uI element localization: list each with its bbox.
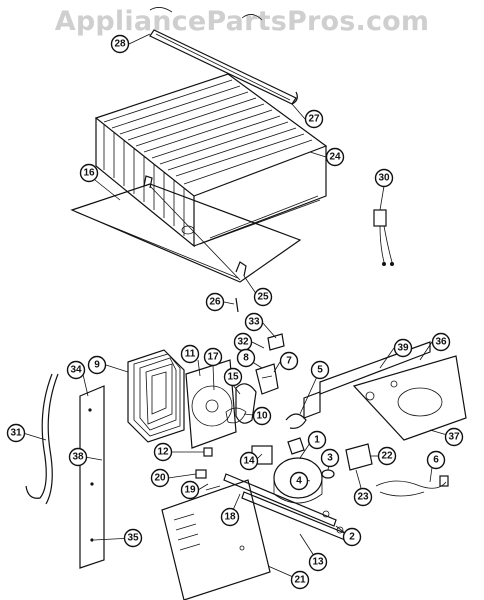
drip-tray — [70, 175, 302, 283]
svg-text:20: 20 — [154, 473, 166, 484]
callout-24: 24 — [325, 147, 345, 167]
callout-25: 25 — [253, 287, 273, 307]
svg-text:36: 36 — [435, 337, 447, 348]
svg-text:26: 26 — [209, 297, 221, 308]
svg-text:25: 25 — [257, 292, 269, 303]
callout-10: 10 — [252, 406, 272, 426]
callout-3: 3 — [320, 448, 340, 468]
callout-32: 32 — [233, 332, 253, 352]
svg-text:39: 39 — [397, 343, 409, 354]
base-rails — [223, 473, 353, 543]
callout-13: 13 — [308, 552, 328, 572]
power-cord — [375, 475, 449, 497]
svg-text:13: 13 — [312, 557, 324, 568]
callout-30: 30 — [374, 168, 394, 188]
svg-text:24: 24 — [329, 152, 341, 163]
small-parts — [195, 447, 221, 491]
svg-text:37: 37 — [448, 432, 460, 443]
svg-text:38: 38 — [72, 452, 84, 463]
svg-text:16: 16 — [83, 168, 95, 179]
callout-17: 17 — [203, 347, 223, 367]
callout-34: 34 — [66, 360, 86, 380]
callout-11: 11 — [180, 344, 200, 364]
callout-31: 31 — [6, 423, 26, 443]
callout-18: 18 — [220, 507, 240, 527]
svg-text:1: 1 — [314, 435, 320, 446]
callout-1: 1 — [307, 430, 327, 450]
watermark-text: AppliancePartsPros.com — [54, 6, 430, 37]
svg-text:17: 17 — [207, 352, 219, 363]
callout-39: 39 — [393, 338, 413, 358]
callout-36: 36 — [431, 332, 451, 352]
thermostat — [345, 443, 373, 485]
svg-text:21: 21 — [294, 575, 306, 586]
svg-text:27: 27 — [308, 114, 320, 125]
callout-9: 9 — [87, 355, 107, 375]
callout-6: 6 — [426, 450, 446, 470]
svg-text:12: 12 — [157, 447, 169, 458]
svg-text:34: 34 — [70, 365, 82, 376]
callout-16: 16 — [79, 163, 99, 183]
svg-text:5: 5 — [317, 365, 323, 376]
callout-14: 14 — [239, 451, 259, 471]
callout-26: 26 — [205, 292, 225, 312]
callout-22: 22 — [377, 446, 397, 466]
svg-text:4: 4 — [296, 476, 302, 487]
svg-text:10: 10 — [256, 411, 268, 422]
callout-15: 15 — [223, 367, 243, 387]
fan-motor — [225, 383, 257, 424]
base-cover — [161, 479, 271, 600]
overload-protector — [321, 469, 335, 479]
callout-19: 19 — [180, 480, 200, 500]
svg-text:11: 11 — [185, 349, 196, 360]
svg-text:2: 2 — [349, 532, 355, 543]
callout-4: 4 — [289, 471, 309, 491]
callout-28: 28 — [110, 34, 130, 54]
svg-text:28: 28 — [114, 39, 126, 50]
svg-text:15: 15 — [227, 372, 239, 383]
callout-7: 7 — [279, 351, 299, 371]
callout-21: 21 — [290, 570, 310, 590]
svg-text:23: 23 — [357, 492, 369, 503]
callout-23: 23 — [353, 487, 373, 507]
screw-part — [235, 297, 239, 313]
svg-text:18: 18 — [224, 512, 236, 523]
drain-tube — [25, 373, 59, 505]
relay-parts — [255, 333, 285, 395]
callout-2: 2 — [342, 527, 362, 547]
svg-text:8: 8 — [243, 353, 249, 364]
side-panel — [79, 385, 105, 569]
callout-5: 5 — [310, 360, 330, 380]
callout-33: 33 — [244, 312, 264, 332]
defrost-timer — [373, 209, 394, 266]
svg-text:35: 35 — [127, 533, 139, 544]
callout-8: 8 — [236, 348, 256, 368]
callout-20: 20 — [150, 468, 170, 488]
top-bracket — [149, 7, 298, 105]
svg-text:32: 32 — [237, 337, 249, 348]
condenser — [127, 349, 185, 443]
wire-clip — [285, 413, 307, 429]
callout-35: 35 — [123, 528, 143, 548]
svg-text:22: 22 — [381, 451, 393, 462]
svg-text:14: 14 — [243, 456, 255, 467]
svg-text:9: 9 — [94, 360, 100, 371]
svg-text:30: 30 — [378, 173, 390, 184]
evaporator-coil — [94, 73, 328, 248]
svg-text:19: 19 — [184, 485, 196, 496]
callout-38: 38 — [68, 447, 88, 467]
callout-27: 27 — [304, 109, 324, 129]
back-panel — [303, 341, 467, 441]
svg-text:6: 6 — [433, 455, 439, 466]
svg-text:3: 3 — [327, 453, 333, 464]
compressor — [251, 437, 323, 504]
svg-text:31: 31 — [10, 428, 22, 439]
callout-37: 37 — [444, 427, 464, 447]
svg-text:33: 33 — [248, 317, 260, 328]
callout-12: 12 — [153, 442, 173, 462]
svg-text:7: 7 — [286, 356, 292, 367]
leader-lines — [22, 33, 455, 581]
